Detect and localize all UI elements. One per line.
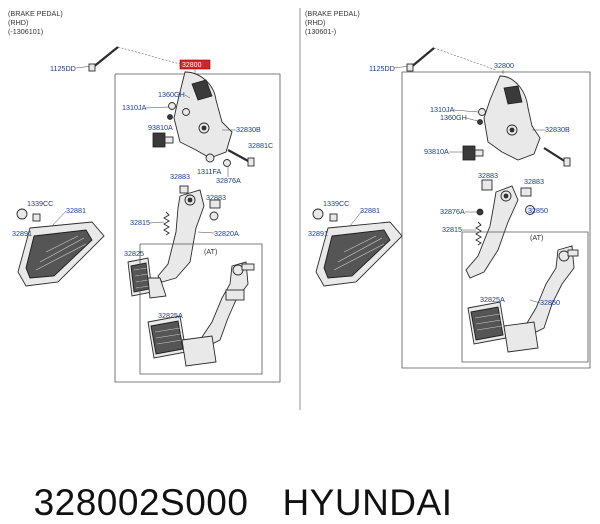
- left-header-line-2: (RHD): [8, 18, 28, 27]
- brand-name: HYUNDAI: [282, 482, 453, 523]
- left-label-ja: 1310JA: [122, 103, 147, 112]
- right-label-sp: 32815: [442, 225, 462, 234]
- left-at-pedal-arm: [199, 261, 249, 349]
- left-assembly-frame: [114, 73, 281, 383]
- brake-pedal-diagram: (BRAKE PEDAL) (RHD) (-1306101) 32800 112…: [8, 8, 591, 410]
- left-label-gh: 1360GH: [158, 90, 185, 99]
- left-pin-icon: [227, 149, 255, 167]
- right-panel: (BRAKE PEDAL) (RHD) (130601-) 32800 1125…: [305, 9, 591, 369]
- left-label-p83: 32883: [170, 172, 190, 181]
- left-stopper-icon: [179, 185, 189, 194]
- left-at-brake-pad: [150, 320, 184, 355]
- right-pin-icon: [543, 147, 571, 167]
- right-label-p81: 32881: [360, 206, 380, 215]
- left-label-at: (AT): [204, 247, 217, 256]
- left-label-p83b: 32883: [206, 193, 226, 202]
- left-label-b30: 32830B: [236, 125, 261, 134]
- left-bolt-icon: [88, 46, 181, 72]
- left-pedal-arm: [157, 189, 205, 283]
- left-bushing-icon: [223, 159, 231, 167]
- left-header-line-1: (BRAKE PEDAL): [8, 9, 63, 18]
- right-at-inset: [461, 231, 589, 363]
- left-header-line-3: (-1306101): [8, 27, 43, 36]
- left-label-cc: 1339CC: [27, 199, 53, 208]
- left-at-inset: [139, 243, 263, 375]
- left-label-sw: 93810A: [148, 123, 173, 132]
- left-label-fa: 1311FA: [197, 167, 221, 176]
- left-label-a76: 32876A: [216, 176, 241, 185]
- left-label-bolt: 1125DD: [50, 64, 76, 73]
- left-label-c81: 32881C: [248, 141, 273, 150]
- right-stopper-icon: [481, 179, 493, 191]
- right-return-spring: [475, 221, 482, 246]
- part-number: 328002S000: [33, 482, 249, 523]
- right-label-gh: 1360GH: [440, 113, 467, 122]
- right-at-pedal-arm: [523, 245, 575, 337]
- right-nut-icon: [478, 108, 486, 116]
- left-stop-switch-icon: [152, 132, 174, 148]
- left-label-a20: 32820A: [214, 229, 239, 238]
- right-label-a25: 32825A: [480, 295, 505, 304]
- right-at-brake-pad: [470, 306, 504, 341]
- right-label-cc: 1339CC: [323, 199, 349, 208]
- left-clip-icon: [205, 153, 215, 163]
- right-header-line-3: (130601-): [305, 27, 336, 36]
- part-caption: 328002S000 HYUNDAI: [12, 440, 452, 524]
- left-panel: (BRAKE PEDAL) (RHD) (-1306101) 32800 112…: [8, 9, 281, 383]
- left-label-p91: 32891: [12, 229, 32, 238]
- right-label-sw: 93810A: [424, 147, 449, 156]
- right-label-a76: 32876A: [440, 207, 465, 216]
- right-label-assy: 32800: [494, 61, 514, 70]
- right-label-p50: 32850: [528, 206, 548, 215]
- left-label-sp: 32815: [130, 218, 150, 227]
- left-return-spring: [163, 211, 170, 236]
- right-header-line-2: (RHD): [305, 18, 325, 27]
- right-bolt-icon: [406, 47, 497, 72]
- right-pedal-bracket: [483, 75, 541, 161]
- right-header-line-1: (BRAKE PEDAL): [305, 9, 360, 18]
- right-label-p83b: 32883: [524, 177, 544, 186]
- right-label-bolt: 1125DD: [369, 64, 395, 73]
- left-plug-icon: [16, 208, 28, 220]
- right-label-p91: 32891: [308, 229, 328, 238]
- left-nut-icon: [168, 102, 176, 110]
- left-label-p25: 32825: [124, 249, 144, 258]
- right-label-p83a: 32883: [478, 171, 498, 180]
- left-label-a25: 32825A: [158, 311, 183, 320]
- right-plug-icon: [312, 208, 324, 220]
- right-label-ja: 1310JA: [430, 105, 455, 114]
- right-stop-switch-icon: [462, 145, 484, 161]
- left-pedal-bracket: [173, 71, 233, 159]
- right-label-b30: 32830B: [545, 125, 570, 134]
- left-label-assy: 32800: [182, 62, 202, 69]
- right-label-at: (AT): [530, 233, 543, 242]
- right-label-p50b: 32850: [540, 298, 560, 307]
- right-assembly-frame: [401, 71, 591, 369]
- left-label-p81: 32881: [66, 206, 86, 215]
